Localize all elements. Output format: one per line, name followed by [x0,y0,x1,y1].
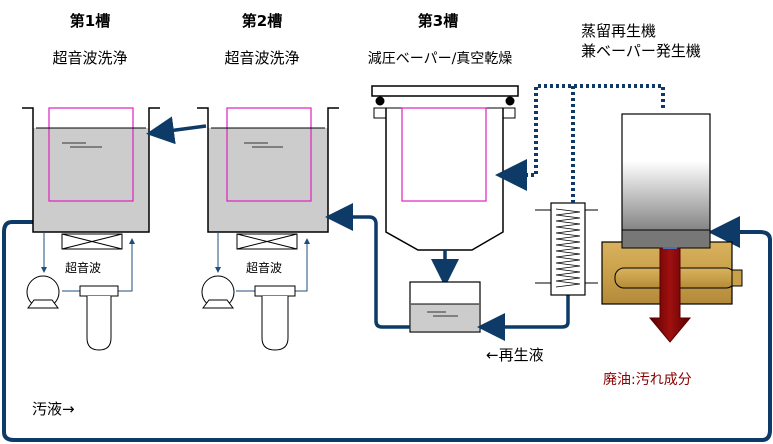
tank3-lid [371,85,519,97]
regenerated-liquid-pipe [477,294,570,341]
still-unit [601,113,743,343]
receiver-to-tank2-pipe [325,203,410,329]
still-label-line1: 蒸留再生機 [581,22,656,40]
tank3-title: 第3槽 [418,12,458,30]
tank3-subtitle: 減圧ベーパー/真空乾燥 [368,50,513,67]
tank1-title: 第1槽 [70,12,110,30]
tank1-filter [79,285,119,351]
tank1-circulation [41,232,135,292]
tank3-basket [401,107,487,202]
tank1-ultrasonic-label: 超音波 [65,260,101,275]
tank2-to-tank1-overflow [146,116,207,145]
waste-oil-arrow [648,247,692,343]
vapor-line-to-tank3 [495,84,665,191]
still-label-line2: 兼ベーパー発生機 [581,42,701,60]
waste-liquid-label: 汚液→ [32,400,75,418]
tank1-basket [48,107,134,202]
still-vessel [621,113,711,249]
condenser [535,202,598,296]
tank2-filter [254,285,296,351]
receiver-tank [409,281,481,333]
tank3 [371,85,519,251]
tank2-basket [226,107,312,202]
regenerated-liquid-label: ←再生液 [486,346,544,364]
tank2-title: 第2槽 [242,12,282,30]
tank2-subtitle: 超音波洗浄 [224,49,299,67]
tank2-pump [201,275,235,309]
waste-loop-pipe [2,216,772,442]
tank1-pump [26,275,60,309]
tank1 [22,107,160,250]
waste-oil-label: 廃油:汚れ成分 [603,371,692,388]
tank2-ultrasonic-label: 超音波 [246,260,282,275]
tank1-subtitle: 超音波洗浄 [52,49,127,67]
tank2 [197,107,339,250]
tank2-circulation [215,232,310,292]
